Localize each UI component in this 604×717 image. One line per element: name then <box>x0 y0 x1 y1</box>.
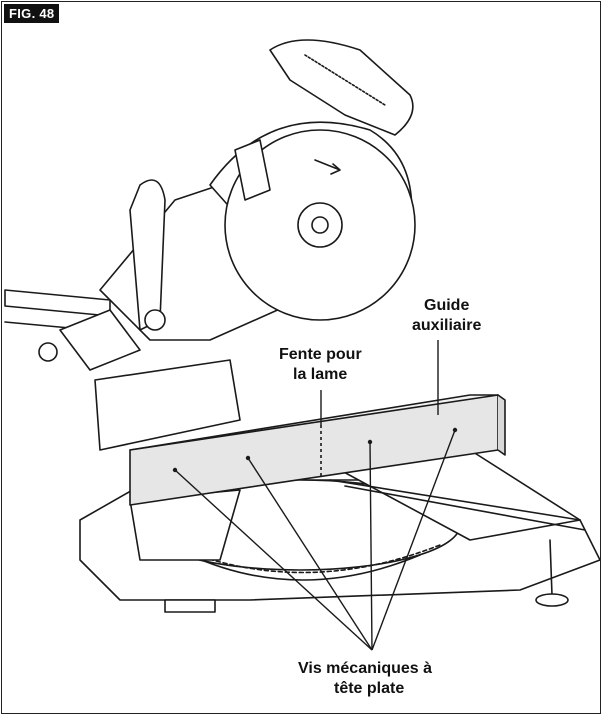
label-fente-line1: Fente pour <box>279 346 362 363</box>
saw-handle <box>269 39 414 136</box>
label-vis-line2: tête plate <box>334 680 405 697</box>
bevel-knob <box>38 342 58 362</box>
label-guide-auxiliaire-line1: Guide <box>424 297 470 314</box>
label-guide-auxiliaire-line2: auxiliaire <box>412 317 482 334</box>
leader-screw-3 <box>369 441 373 651</box>
leader-screw-1 <box>174 469 373 651</box>
leader-screw-4 <box>371 429 456 651</box>
rear-rail <box>4 289 111 317</box>
label-fente-line2: la lame <box>293 366 348 383</box>
figure-tag: FIG. 48 <box>4 4 60 23</box>
leader-screw-2 <box>247 457 373 651</box>
label-vis-line1: Vis mécaniques à <box>298 660 432 677</box>
support-foot <box>549 539 553 596</box>
